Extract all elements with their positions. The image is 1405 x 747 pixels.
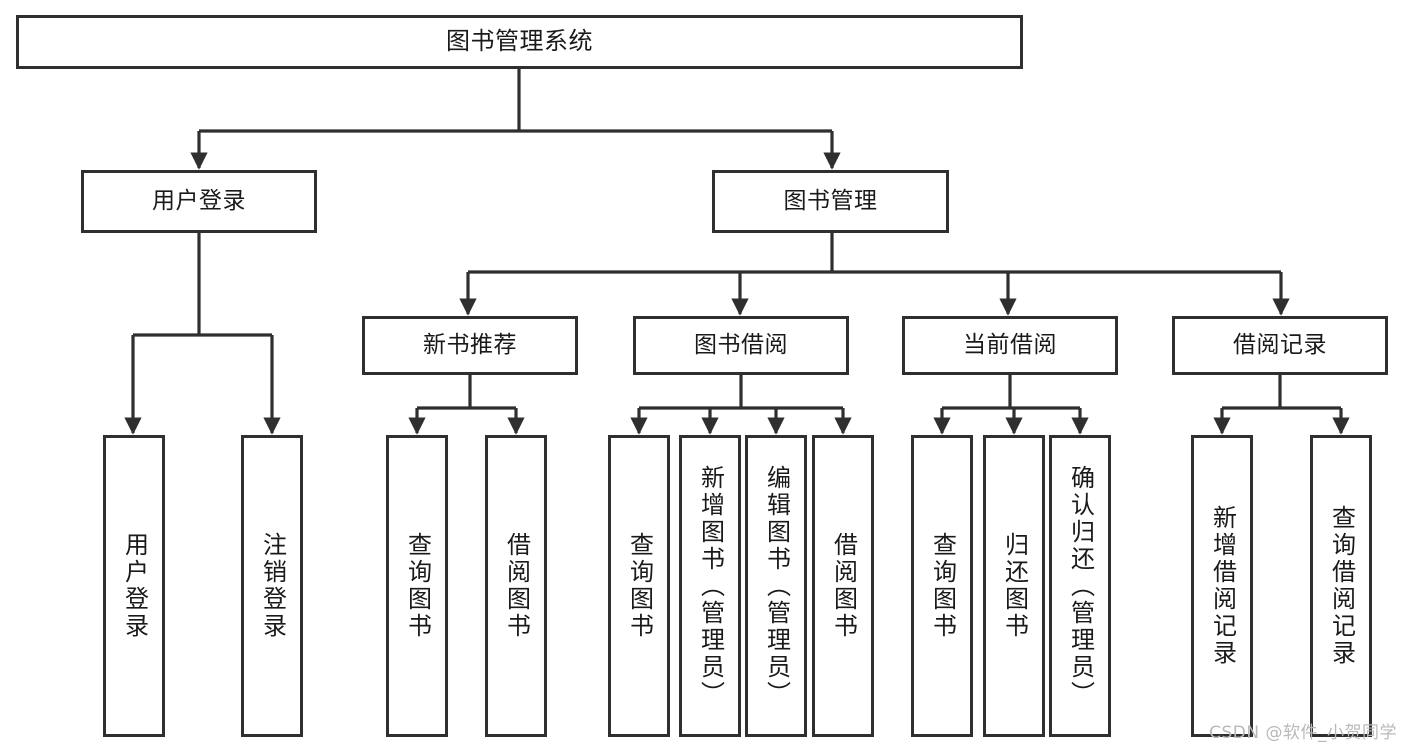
leaf-return-book-label: 归还图书 — [1000, 532, 1029, 640]
leaf-add-borrow-record[interactable]: 新增借阅记录 — [1191, 435, 1253, 737]
node-root-label: 图书管理系统 — [446, 27, 593, 56]
node-borrowing-records-label: 借阅记录 — [1233, 332, 1327, 359]
leaf-query-book-1[interactable]: 查询图书 — [386, 435, 448, 737]
leaf-query-book-1-label: 查询图书 — [403, 532, 432, 640]
leaf-edit-book-label: 编辑图书（管理员） — [762, 464, 791, 708]
node-book-borrowing[interactable]: 图书借阅 — [633, 316, 849, 375]
leaf-add-book[interactable]: 新增图书（管理员） — [679, 435, 741, 737]
leaf-query-book-2[interactable]: 查询图书 — [608, 435, 670, 737]
leaf-confirm-return-label: 确认归还（管理员） — [1066, 464, 1095, 708]
leaf-confirm-return[interactable]: 确认归还（管理员） — [1049, 435, 1111, 737]
leaf-borrow-book-2-label: 借阅图书 — [829, 532, 858, 640]
leaf-add-borrow-record-label: 新增借阅记录 — [1208, 505, 1237, 667]
node-new-book-recommendation-label: 新书推荐 — [423, 332, 517, 359]
node-current-borrowing[interactable]: 当前借阅 — [902, 316, 1118, 375]
leaf-borrow-book-2[interactable]: 借阅图书 — [812, 435, 874, 737]
node-user-login[interactable]: 用户登录 — [81, 170, 317, 233]
leaf-add-book-label: 新增图书（管理员） — [696, 464, 725, 708]
leaf-user-logout[interactable]: 注销登录 — [241, 435, 303, 737]
node-borrowing-records[interactable]: 借阅记录 — [1172, 316, 1388, 375]
node-new-book-recommendation[interactable]: 新书推荐 — [362, 316, 578, 375]
watermark-text: CSDN @软件_小贺同学 — [1209, 723, 1397, 743]
leaf-edit-book[interactable]: 编辑图书（管理员） — [745, 435, 807, 737]
node-book-management[interactable]: 图书管理 — [712, 170, 949, 233]
leaf-borrow-book-1[interactable]: 借阅图书 — [485, 435, 547, 737]
leaf-query-borrow-record-label: 查询借阅记录 — [1327, 505, 1356, 667]
leaf-user-logout-label: 注销登录 — [258, 532, 287, 640]
node-current-borrowing-label: 当前借阅 — [963, 332, 1057, 359]
leaf-query-book-3-label: 查询图书 — [928, 532, 957, 640]
node-root[interactable]: 图书管理系统 — [16, 15, 1023, 69]
leaf-user-login-label: 用户登录 — [120, 532, 149, 640]
leaf-query-book-3[interactable]: 查询图书 — [911, 435, 973, 737]
leaf-return-book[interactable]: 归还图书 — [983, 435, 1045, 737]
node-book-borrowing-label: 图书借阅 — [694, 332, 788, 359]
leaf-user-login[interactable]: 用户登录 — [103, 435, 165, 737]
node-book-management-label: 图书管理 — [783, 188, 878, 215]
leaf-borrow-book-1-label: 借阅图书 — [502, 532, 531, 640]
leaf-query-borrow-record[interactable]: 查询借阅记录 — [1310, 435, 1372, 737]
node-user-login-label: 用户登录 — [152, 188, 246, 215]
leaf-query-book-2-label: 查询图书 — [625, 532, 654, 640]
